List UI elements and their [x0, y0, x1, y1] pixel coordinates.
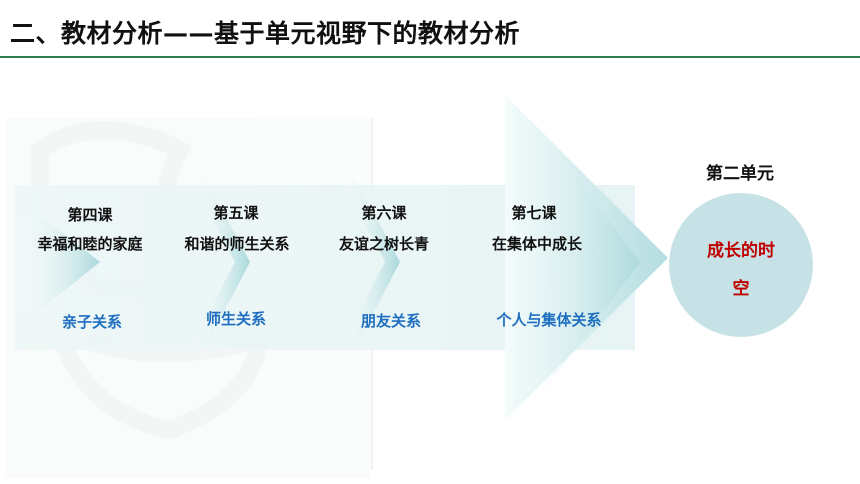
slide-title: 二、教材分析——基于单元视野下的教材分析 — [10, 19, 521, 48]
lesson-5-name: 和谐的师生关系 — [184, 235, 290, 253]
chevron-arrow-1 — [15, 215, 100, 310]
title-underline — [0, 56, 860, 58]
lesson-4-relation: 亲子关系 — [61, 313, 123, 331]
lesson-4-name: 幸福和睦的家庭 — [37, 235, 143, 253]
lesson-7-relation: 个人与集体关系 — [496, 311, 602, 329]
unit-label: 第二单元 — [706, 164, 774, 184]
lesson-7-number: 第七课 — [511, 204, 557, 222]
lesson-6-name: 友谊之树长青 — [338, 235, 430, 253]
unit-circle — [669, 193, 813, 337]
lesson-5-relation: 师生关系 — [205, 310, 267, 328]
lesson-4-number: 第四课 — [67, 206, 113, 224]
lesson-5-number: 第五课 — [213, 204, 259, 222]
lesson-6-number: 第六课 — [361, 204, 407, 222]
chevron-arrow-3 — [340, 178, 400, 348]
unit-name-line2: 空 — [732, 279, 750, 299]
lesson-7-name: 在集体中成长 — [491, 235, 583, 253]
chevron-arrow-2 — [190, 178, 250, 348]
unit-name-line1: 成长的时 — [707, 241, 775, 261]
chevron-arrow-4 — [520, 135, 640, 390]
lesson-6-relation: 朋友关系 — [360, 312, 422, 330]
